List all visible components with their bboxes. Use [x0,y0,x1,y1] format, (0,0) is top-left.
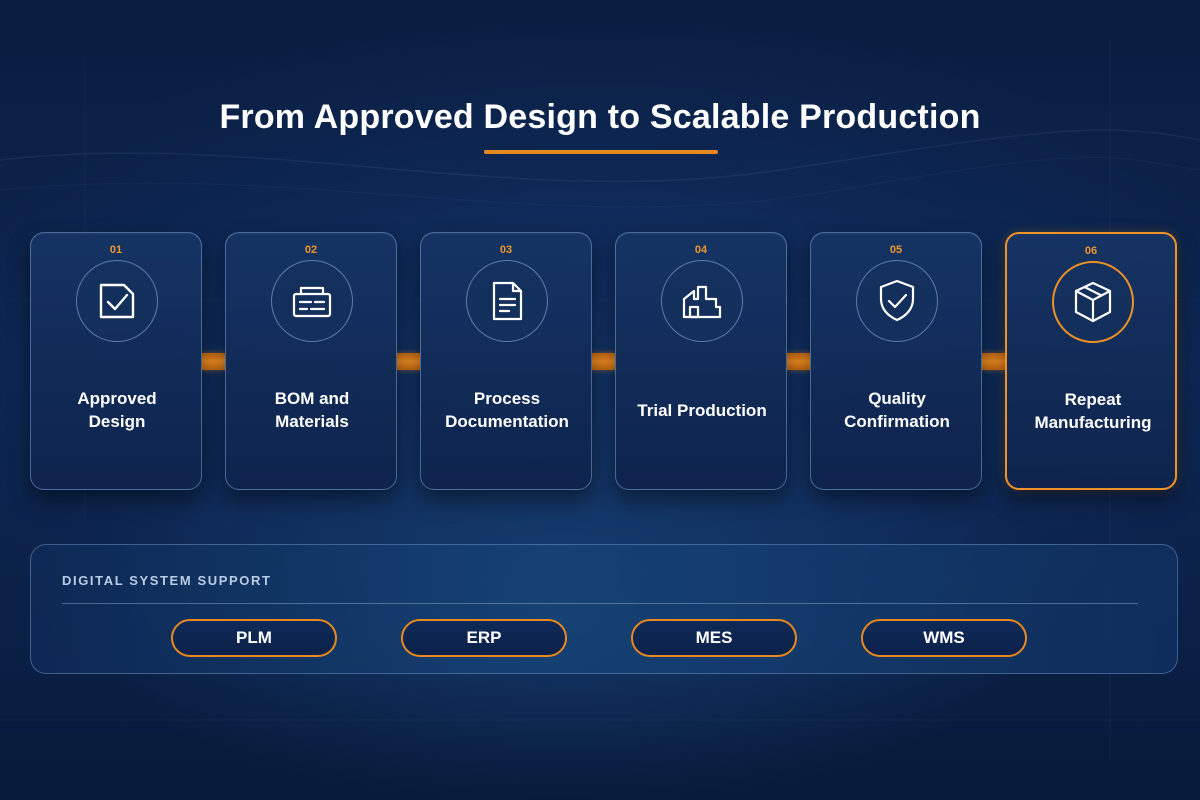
step-connector [592,353,616,370]
shield-check-icon [879,279,915,322]
step-connector [787,353,811,370]
step-card-repeat-manufacturing: 06 Repeat Manufacturing [1005,232,1177,490]
step-number: 04 [694,244,708,256]
box-icon [1074,281,1112,323]
step-connector [202,353,226,370]
step-card-bom-materials: 02 BOM and Materials [225,232,397,490]
step-label: Process Documentation [445,389,569,431]
step-number: 03 [499,244,513,256]
step-card-process-documentation: 03 Process Documentation [420,232,592,490]
icon-badge [856,260,938,342]
system-pill-mes[interactable]: MES [631,619,797,657]
support-heading: DIGITAL SYSTEM SUPPORT [62,573,272,588]
system-pill-wms[interactable]: WMS [861,619,1027,657]
system-pill-plm[interactable]: PLM [171,619,337,657]
step-number: 02 [304,244,318,256]
step-number: 05 [889,244,903,256]
step-card-approved-design: 01 Approved Design [30,232,202,490]
step-connector [397,353,421,370]
icon-badge [1052,261,1134,343]
step-number: 01 [109,244,123,256]
step-connector [982,353,1006,370]
step-label: BOM and Materials [274,389,350,431]
step-label: Quality Confirmation [844,389,950,431]
step-label: Repeat Manufacturing [1034,390,1152,432]
checked-document-icon [99,283,135,319]
step-label: Trial Production [637,400,767,420]
step-number: 06 [1084,245,1098,257]
icon-badge [76,260,158,342]
printer-list-icon [292,286,332,318]
system-pill-erp[interactable]: ERP [401,619,567,657]
icon-badge [661,260,743,342]
icon-badge [271,260,353,342]
title-underline [484,150,718,154]
document-icon [492,281,523,321]
step-card-quality-confirmation: 05 Quality Confirmation [810,232,982,490]
digital-system-support-panel: DIGITAL SYSTEM SUPPORT PLM ERP MES WMS [30,544,1178,674]
factory-icon [682,285,722,319]
divider [62,603,1138,604]
icon-badge [466,260,548,342]
step-card-trial-production: 04 Trial Production [615,232,787,490]
step-label: Approved Design [77,389,157,431]
page-title: From Approved Design to Scalable Product… [219,98,981,136]
